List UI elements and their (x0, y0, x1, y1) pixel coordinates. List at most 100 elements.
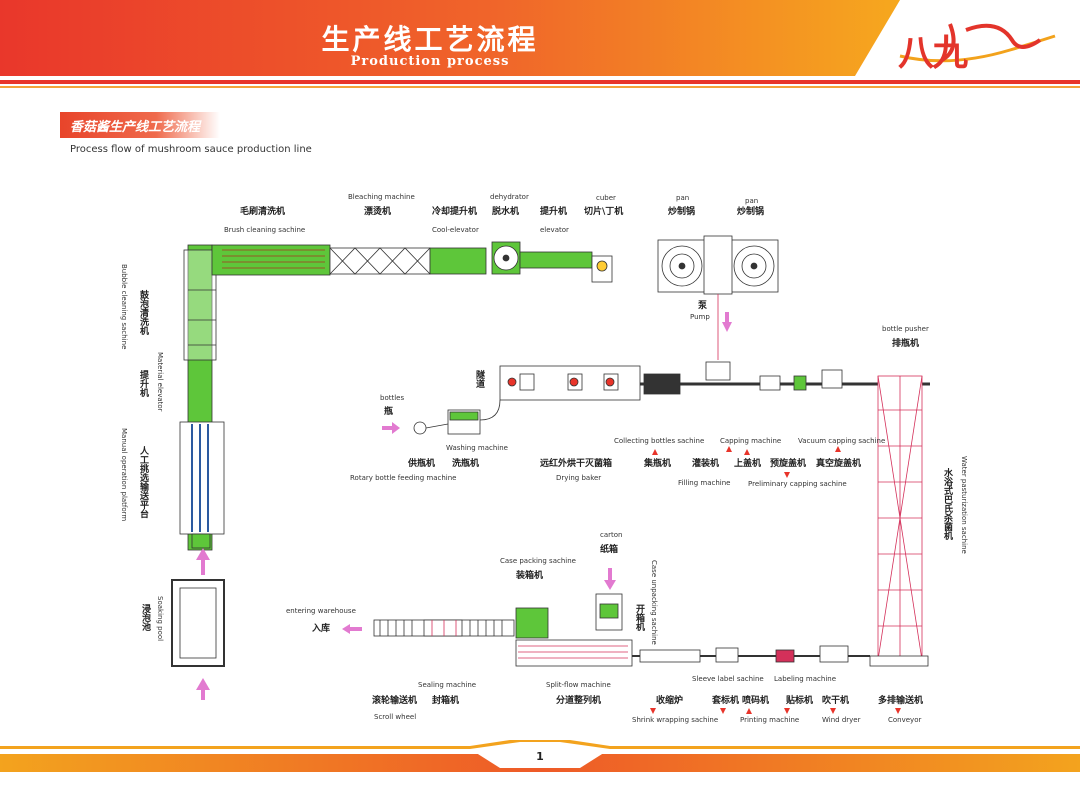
pre-capping-cn: 预旋盖机 (770, 459, 807, 469)
filling-en: Filling machine (678, 479, 731, 487)
cool-elevator-cn: 冷却提升机 (432, 207, 478, 217)
soaking-pool (171, 579, 225, 667)
case-packing-en: Case packing sachine (500, 557, 576, 565)
bottles-en: bottles (380, 394, 405, 402)
drying-baker-cn: 远红外烘干灭菌箱 (540, 459, 613, 469)
logo-swoosh-icon (899, 23, 1056, 63)
carton-en: carton (600, 531, 623, 539)
flow-arrow-icon (392, 422, 400, 434)
sealing-en: Sealing machine (418, 681, 477, 689)
bleaching-cn: 漂烫机 (364, 207, 392, 217)
bottle-pusher-cn: 排瓶机 (892, 339, 920, 349)
dehydrator-cn: 脱水机 (492, 207, 520, 217)
drying-baker-en: Drying baker (556, 474, 602, 482)
case-unpacking-cn: 开箱机 (634, 604, 644, 631)
bubble-cleaning-cn: 鼓泡清洗机 (138, 290, 148, 335)
bubble-cleaning-en: Bubble cleaning sachine (120, 264, 128, 350)
split-flow-cn: 分道整列机 (556, 696, 602, 706)
roller-conveyor-cn: 滚轮输送机 (372, 696, 418, 706)
case-packing-cn: 装箱机 (516, 571, 544, 581)
soaking-pool-cn: 浸泡池 (140, 604, 150, 631)
sleeve-label-en: Sleeve label sachine (692, 675, 764, 683)
shrink-en: Shrink wrapping sachine (632, 716, 719, 724)
flow-arrow-icon (196, 678, 210, 690)
sealing-cn: 封箱机 (432, 696, 460, 706)
logo-text: 八九 (898, 32, 968, 74)
cuber-cn: 切片\丁机 (584, 207, 624, 217)
filling-cn: 灌装机 (692, 459, 720, 469)
conveyor-cn: 多排输送机 (878, 696, 924, 706)
brand-logo: 八九 (880, 10, 1070, 76)
cuber-en: cuber (596, 194, 616, 202)
flow-arrow-icon (342, 624, 350, 634)
brush-cleaning-cn: 毛刷清洗机 (240, 207, 286, 217)
washing-machine-en: Washing machine (446, 444, 508, 452)
flow-arrow-icon (604, 580, 616, 590)
pump (705, 361, 731, 381)
bottle-washer-cn: 洗瓶机 (452, 459, 480, 469)
elevator-cn: 提升机 (540, 207, 568, 217)
pump-en: Pump (690, 313, 710, 321)
shrink-cn: 收缩炉 (656, 696, 684, 706)
pan1-cn: 炒制锅 (668, 207, 696, 217)
section-title: 香菇酱生产线工艺流程 (70, 120, 201, 135)
bottle-pusher-en: bottle pusher (882, 325, 929, 333)
pasteurizer-cn: 水浴式巴氏杀菌机 (942, 468, 952, 540)
banner-graphic (0, 0, 1080, 88)
scroll-wheel-en: Scroll wheel (374, 713, 417, 721)
carton-cn: 纸箱 (600, 545, 619, 555)
bottles-cn: 瓶 (384, 407, 394, 417)
section-subtitle: Process flow of mushroom sauce productio… (70, 144, 312, 155)
manual-platform-en: Manual operation platform (120, 428, 128, 522)
footer-graphic (0, 740, 1080, 772)
printing-cn: 喷码机 (742, 696, 770, 706)
brush-cleaning-en: Brush cleaning sachine (224, 226, 306, 234)
soaking-pool-en: Soaking pool (156, 596, 164, 642)
flow-arrow-icon (196, 548, 210, 560)
dehydrator-en: dehydrator (490, 193, 529, 201)
capping-cn: 上盖机 (734, 459, 762, 469)
case-unpacking-en: Case unpacking sachine (650, 560, 658, 645)
tunnel-cn: 隧道 (474, 370, 484, 388)
vacuum-capping-en: Vacuum capping sachine (798, 437, 886, 445)
collecting-bottles-cn: 集瓶机 (644, 459, 672, 469)
bleaching-en: Bleaching machine (348, 193, 415, 201)
sealing-machine (423, 619, 463, 637)
case-packer (515, 607, 549, 639)
printing-en: Printing machine (740, 716, 800, 724)
collecting-bottles-en: Collecting bottles sachine (614, 437, 705, 445)
labeling-cn: 贴标机 (786, 696, 814, 706)
capping-en: Capping machine (720, 437, 782, 445)
entering-warehouse-cn: 入库 (312, 624, 331, 634)
page-subtitle: Production process (350, 54, 510, 69)
labeling-en: Labeling machine (774, 675, 837, 683)
material-elevator-en: Material elevator (156, 352, 164, 412)
pasteurizer-en: Water pasturization sachine (960, 456, 968, 554)
material-elevator-cn: 提升机 (138, 370, 148, 397)
cool-elevator (429, 247, 487, 275)
brush-washer (211, 244, 331, 276)
flow-arrow-icon (722, 322, 732, 332)
conveyor-en: Conveyor (888, 716, 922, 724)
header-banner: 生产线工艺流程 Production process (0, 0, 1080, 96)
split-flow-machine (515, 639, 633, 667)
elevator-en: elevator (540, 226, 569, 234)
footer-bar (0, 740, 1080, 796)
bleaching-machine (329, 247, 431, 275)
dryer-en: Wind dryer (822, 716, 861, 724)
section-title-tag: 香菇酱生产线工艺流程 (60, 112, 220, 138)
page-title: 生产线工艺流程 (321, 23, 539, 56)
sleeve-label-cn: 套标机 (712, 696, 740, 706)
pump-cn: 泵 (698, 301, 708, 311)
entering-warehouse-en: entering warehouse (286, 607, 356, 615)
manual-platform (179, 421, 225, 535)
pre-capping-en: Preliminary capping sachine (748, 480, 847, 488)
split-flow-en: Split-flow machine (546, 681, 611, 689)
pan2-en: pan (745, 197, 759, 205)
elevator-belt (519, 251, 593, 269)
rotary-feeder-en: Rotary bottle feeding machine (350, 474, 457, 482)
vacuum-capping-cn: 真空旋盖机 (816, 459, 862, 469)
rotary-feeder-cn: 供瓶机 (408, 459, 436, 469)
manual-platform-cn: 人工挑选输送平台 (138, 446, 148, 518)
